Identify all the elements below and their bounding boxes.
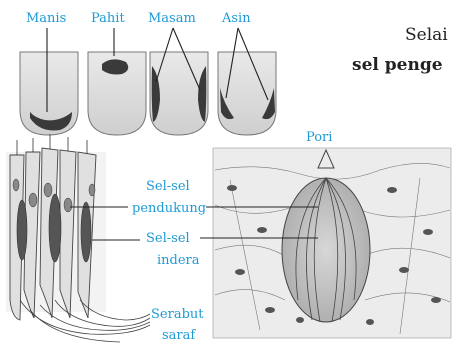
label-serabut-2: saraf bbox=[162, 328, 196, 343]
tongue-bitter bbox=[88, 52, 146, 135]
bitter-region bbox=[102, 59, 128, 74]
label-serabut-1: Serabut bbox=[151, 307, 204, 322]
tongue-sour bbox=[150, 52, 208, 135]
label-sel-pendukung-2: pendukung bbox=[132, 201, 206, 216]
label-sel-indera-2: indera bbox=[157, 253, 200, 268]
taste-bud-illustration bbox=[213, 148, 451, 338]
label-asin: Asin bbox=[221, 11, 251, 26]
label-sel-pendukung-1: Sel-sel bbox=[146, 179, 190, 194]
tongue-diagrams: Manis Pahit Masam Asin bbox=[20, 11, 276, 135]
label-masam: Masam bbox=[148, 11, 196, 26]
label-pahit: Pahit bbox=[91, 11, 125, 26]
body-text-line1: Selai bbox=[405, 25, 448, 45]
taste-bud bbox=[282, 178, 370, 322]
label-pori: Pori bbox=[306, 130, 332, 145]
tongue-sweet bbox=[20, 52, 78, 135]
body-text-line2: sel penge bbox=[352, 55, 443, 75]
taste-cells-illustration bbox=[6, 134, 150, 342]
label-sel-indera-1: Sel-sel bbox=[146, 231, 190, 246]
label-manis: Manis bbox=[26, 11, 66, 26]
